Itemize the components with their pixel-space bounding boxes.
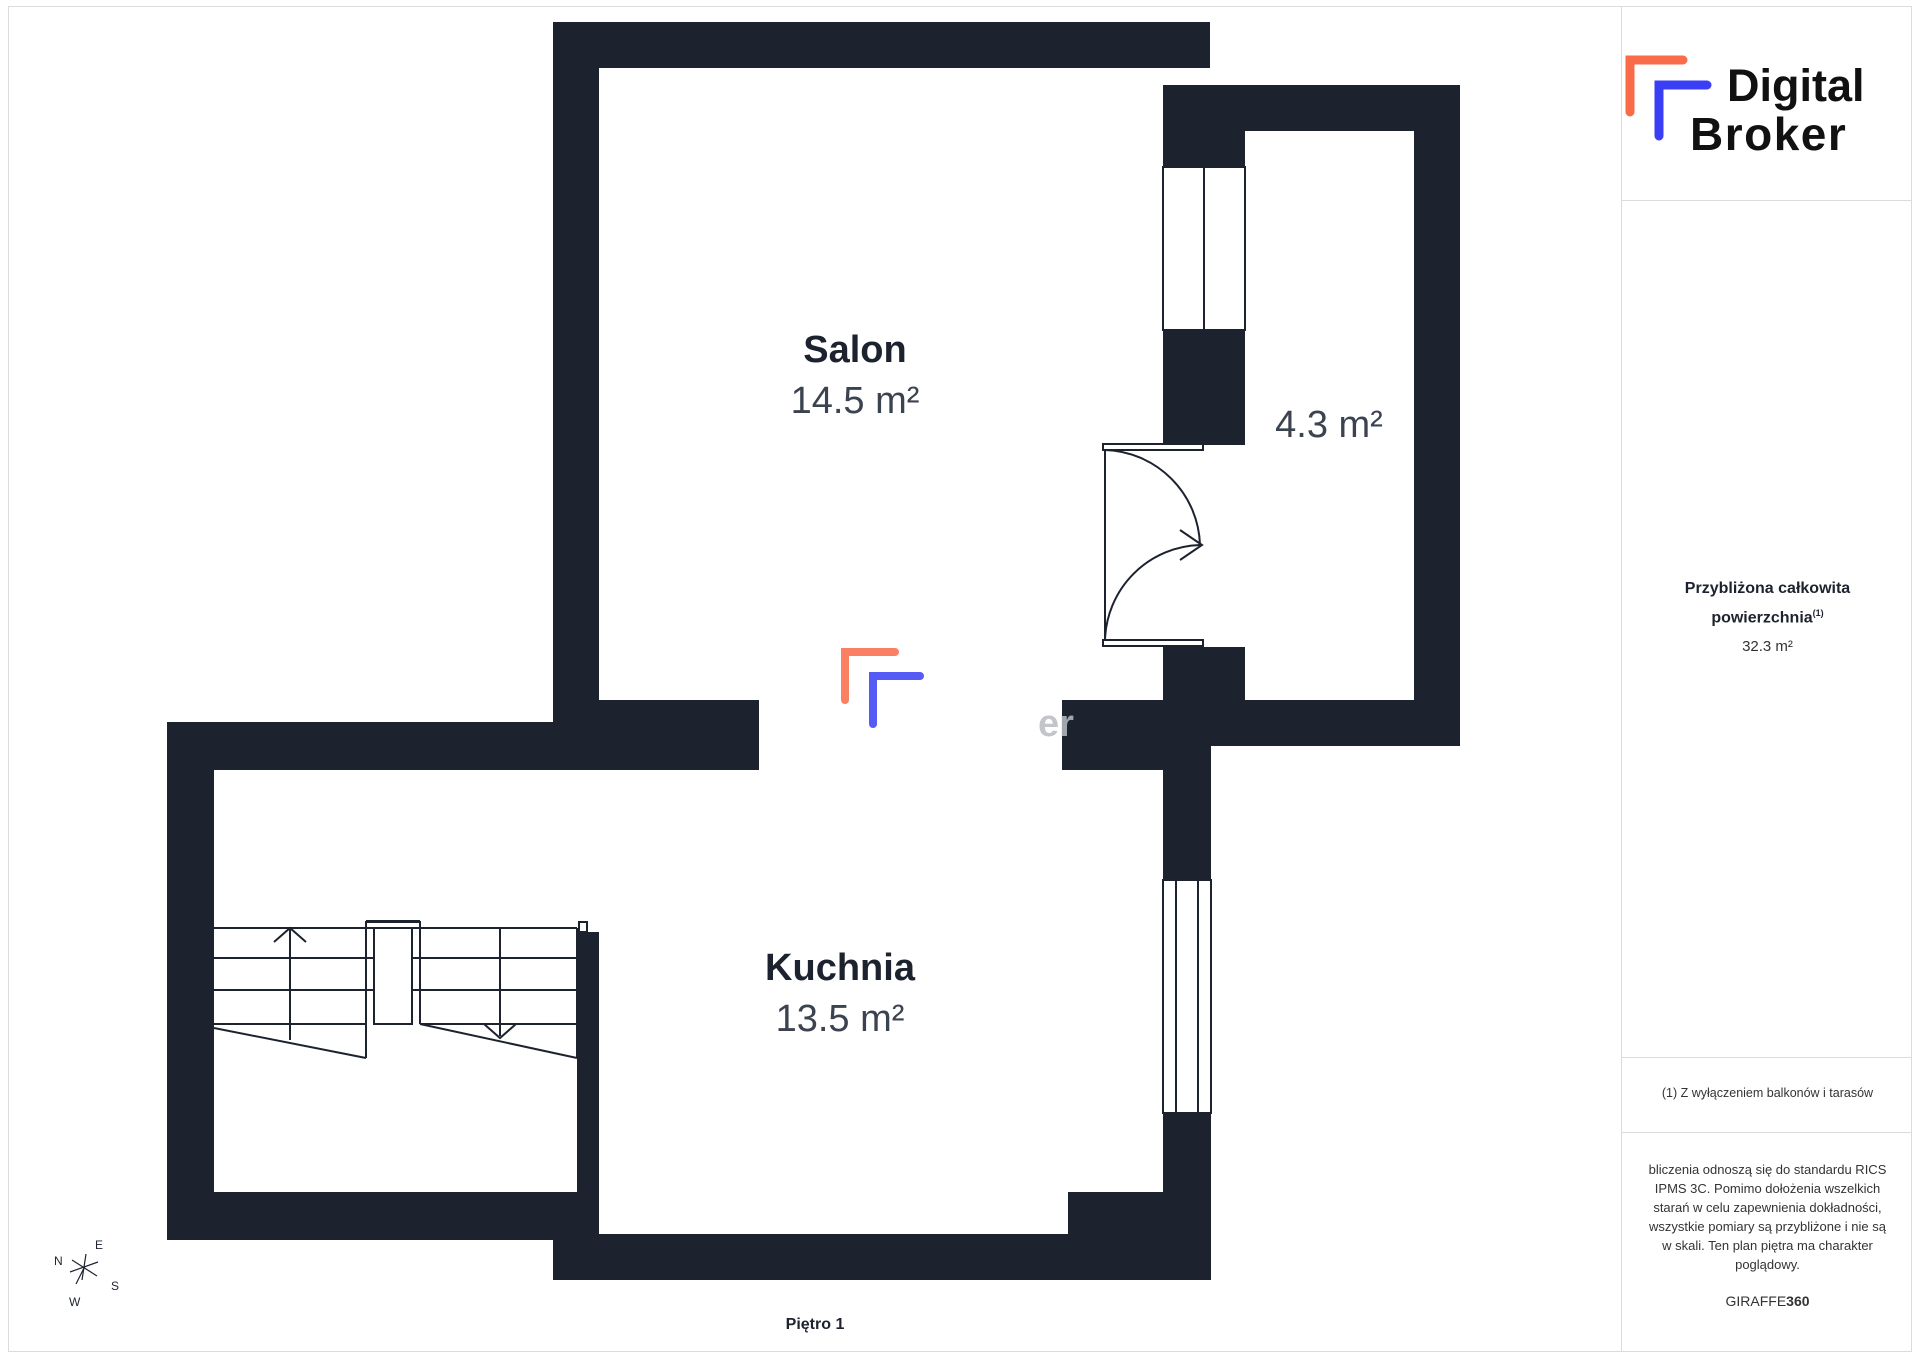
double-door [1102,443,1204,647]
compass-s: S [111,1279,119,1293]
vendor-suffix: 360 [1786,1293,1810,1309]
window-kitchen [1162,879,1212,1114]
compass-w: W [69,1295,81,1309]
wall-annex-right [1414,85,1460,746]
window-salon [1162,166,1246,331]
walls [167,22,1460,1280]
total-area-value: 32.3 m² [1742,638,1793,655]
brand-word1: Digital [1727,60,1865,111]
brand-logo: Digital Broker [1625,55,1865,160]
wall-bottom-left [167,1192,599,1240]
sidebar-rule-mid [1622,1057,1912,1058]
wall-kitchen-right-upper [1163,746,1211,880]
sidebar-rule-low [1622,1132,1912,1133]
total-area-title-line1: Przybliżona całkowita [1684,580,1851,597]
room-kitchen-area: 13.5 m² [776,998,905,1040]
vendor-label: GIRAFFE360 [1630,1293,1905,1309]
watermark-logo: er [841,648,1074,745]
vendor-prefix: GIRAFFE [1725,1293,1787,1309]
wall-bottom-corner [1068,1192,1211,1280]
sidebar-divider [1621,6,1622,1352]
staircase [213,920,588,1059]
footnote-text: (1) Z wyłączeniem balkonów i tarasów [1661,1086,1874,1100]
wall-partition-mid [1163,330,1245,445]
sidebar-rule-top [1622,200,1912,201]
room-annex-area: 4.3 m² [1275,404,1383,446]
room-kitchen-name: Kuchnia [765,947,916,989]
wall-partition-low [1163,647,1245,700]
watermark-text: er [1038,703,1074,745]
total-area-title: Przybliżona całkowita powierzchnia(1) [1630,576,1905,630]
wall-stair-post [577,932,599,1192]
wall-partition-top [1163,85,1245,167]
compass [69,1253,99,1285]
total-area-footnote-ref: (1) [1812,608,1824,618]
brand-word2: Broker [1690,108,1847,160]
compass-e: E [95,1238,103,1252]
compass-n: N [54,1254,63,1268]
total-area-title-line2: powierzchnia [1711,609,1813,627]
wall-salon-left [553,22,599,722]
room-salon-name: Salon [803,329,906,371]
disclaimer-text: bliczenia odnoszą się do standardu RICS … [1648,1162,1887,1272]
wall-kitchen-top [167,722,599,770]
page-frame [8,6,1912,1352]
wall-kitchen-left [167,722,214,1240]
floor-label: Piętro 1 [785,1316,845,1333]
room-salon-area: 14.5 m² [791,380,920,422]
wall-annex-bottom [1163,700,1460,746]
wall-top [553,22,1210,68]
